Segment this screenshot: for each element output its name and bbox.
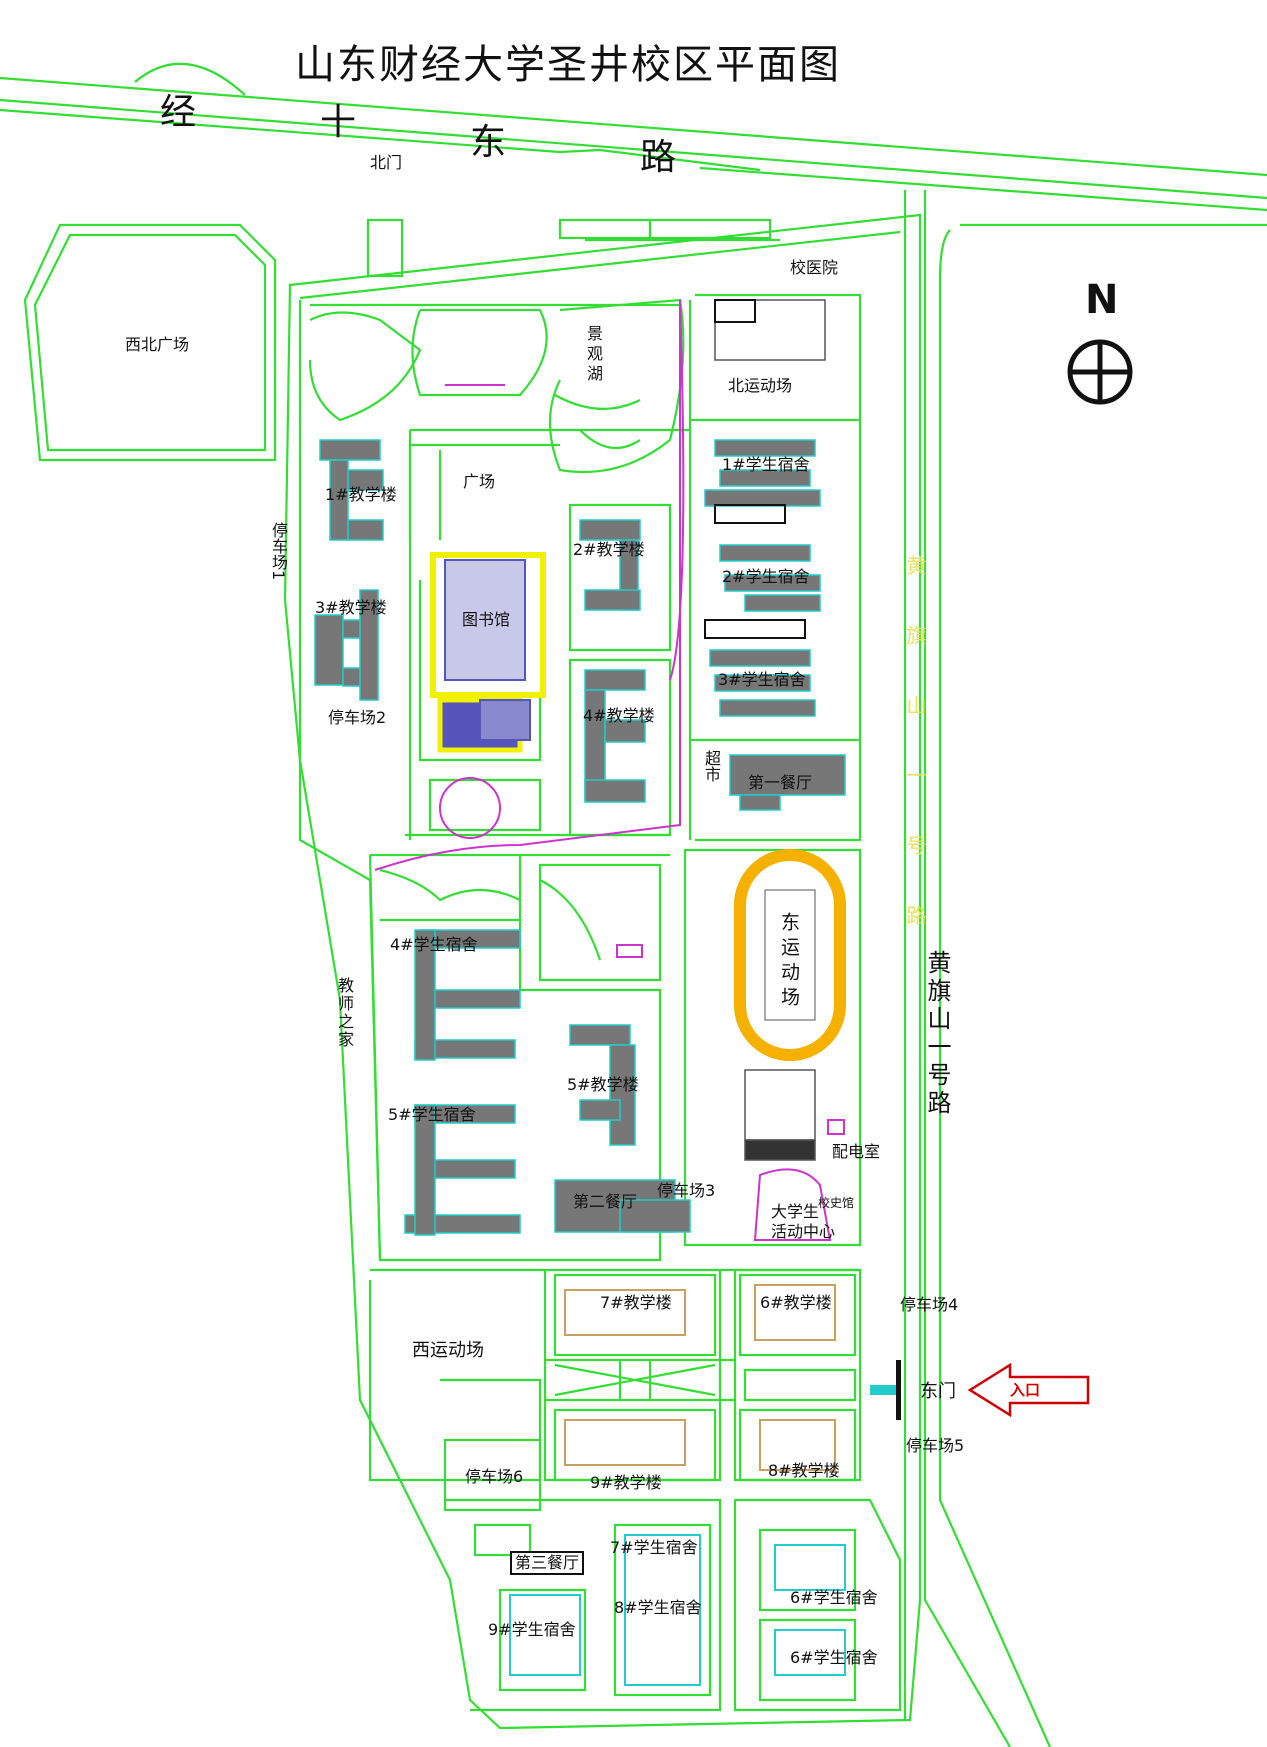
north-gate-label[interactable]: 北门 — [370, 153, 403, 172]
parking-5-label[interactable]: 停车场5 — [906, 1436, 965, 1455]
teaching-8-label[interactable]: 8#教学楼 — [768, 1461, 840, 1480]
teaching-3-label[interactable]: 3#教学楼 — [315, 598, 387, 617]
supermarket-label[interactable]: 超市 — [702, 750, 721, 782]
north-road-char-3: 东 — [470, 122, 507, 163]
canteen-3-label[interactable]: 第三餐厅 — [510, 1551, 585, 1575]
teaching-7-label[interactable]: 7#教学楼 — [600, 1293, 672, 1312]
clinic-label[interactable]: 校医院 — [790, 258, 839, 277]
teaching-2-label[interactable]: 2#教学楼 — [573, 540, 645, 559]
teaching-9-label[interactable]: 9#教学楼 — [590, 1473, 662, 1492]
dorm-6b-label[interactable]: 6#学生宿舍 — [790, 1648, 878, 1667]
history-hall-label[interactable]: 校史馆 — [818, 1196, 855, 1210]
east-field-label[interactable]: 东运动场 — [778, 912, 800, 1012]
lake-label[interactable]: 景观湖 — [584, 325, 603, 385]
north-road-char-4: 路 — [640, 137, 677, 178]
north-letter: N — [1085, 277, 1119, 323]
north-road-char-1: 经 — [160, 92, 197, 133]
map-title: 山东财经大学圣井校区平面图 — [295, 42, 841, 88]
library-label[interactable]: 图书馆 — [462, 610, 511, 629]
teaching-5-label[interactable]: 5#教学楼 — [567, 1075, 639, 1094]
east-gate-label[interactable]: 东门 — [920, 1381, 956, 1402]
parking-1-label[interactable]: 停车场1 — [269, 522, 288, 581]
activity-center-label-line2[interactable]: 活动中心 — [771, 1222, 836, 1241]
north-field-label[interactable]: 北运动场 — [728, 376, 793, 395]
dorm-9-label[interactable]: 9#学生宿舍 — [488, 1620, 576, 1639]
activity-center-label-line1[interactable]: 大学生 — [771, 1202, 820, 1221]
dorm-8-label[interactable]: 8#学生宿舍 — [614, 1598, 702, 1617]
dorm-7-label[interactable]: 7#学生宿舍 — [610, 1538, 698, 1557]
teachers-home-label[interactable]: 教师之家 — [335, 977, 354, 1049]
parking-4-label[interactable]: 停车场4 — [900, 1295, 959, 1314]
east-road-label-faint: 黄旗山一号路 — [903, 555, 927, 975]
dorm-2-label[interactable]: 2#学生宿舍 — [722, 567, 810, 586]
parking-2-label[interactable]: 停车场2 — [328, 708, 387, 727]
north-road-char-2: 十 — [320, 102, 357, 143]
west-field-label[interactable]: 西运动场 — [412, 1340, 484, 1361]
teaching-6-label[interactable]: 6#教学楼 — [760, 1293, 832, 1312]
dorm-4-label[interactable]: 4#学生宿舍 — [390, 935, 478, 954]
dorm-3-label[interactable]: 3#学生宿舍 — [718, 670, 806, 689]
entrance-label: 入口 — [1010, 1381, 1041, 1399]
northwest-square-label[interactable]: 西北广场 — [125, 335, 190, 354]
dorm-1-label[interactable]: 1#学生宿舍 — [722, 455, 810, 474]
canteen-2-label[interactable]: 第二餐厅 — [573, 1192, 638, 1211]
square-label[interactable]: 广场 — [463, 472, 496, 491]
parking-3-label[interactable]: 停车场3 — [657, 1181, 716, 1200]
canteen-1-label[interactable]: 第一餐厅 — [748, 773, 813, 792]
parking-6-label[interactable]: 停车场6 — [465, 1467, 524, 1486]
east-road-label: 黄旗山一号路 — [923, 950, 951, 1118]
dorm-5-label[interactable]: 5#学生宿舍 — [388, 1105, 476, 1124]
teaching-1-label[interactable]: 1#教学楼 — [325, 485, 397, 504]
dorm-6a-label[interactable]: 6#学生宿舍 — [790, 1588, 878, 1607]
teaching-4-label[interactable]: 4#教学楼 — [583, 706, 655, 725]
power-room-label[interactable]: 配电室 — [832, 1142, 881, 1161]
